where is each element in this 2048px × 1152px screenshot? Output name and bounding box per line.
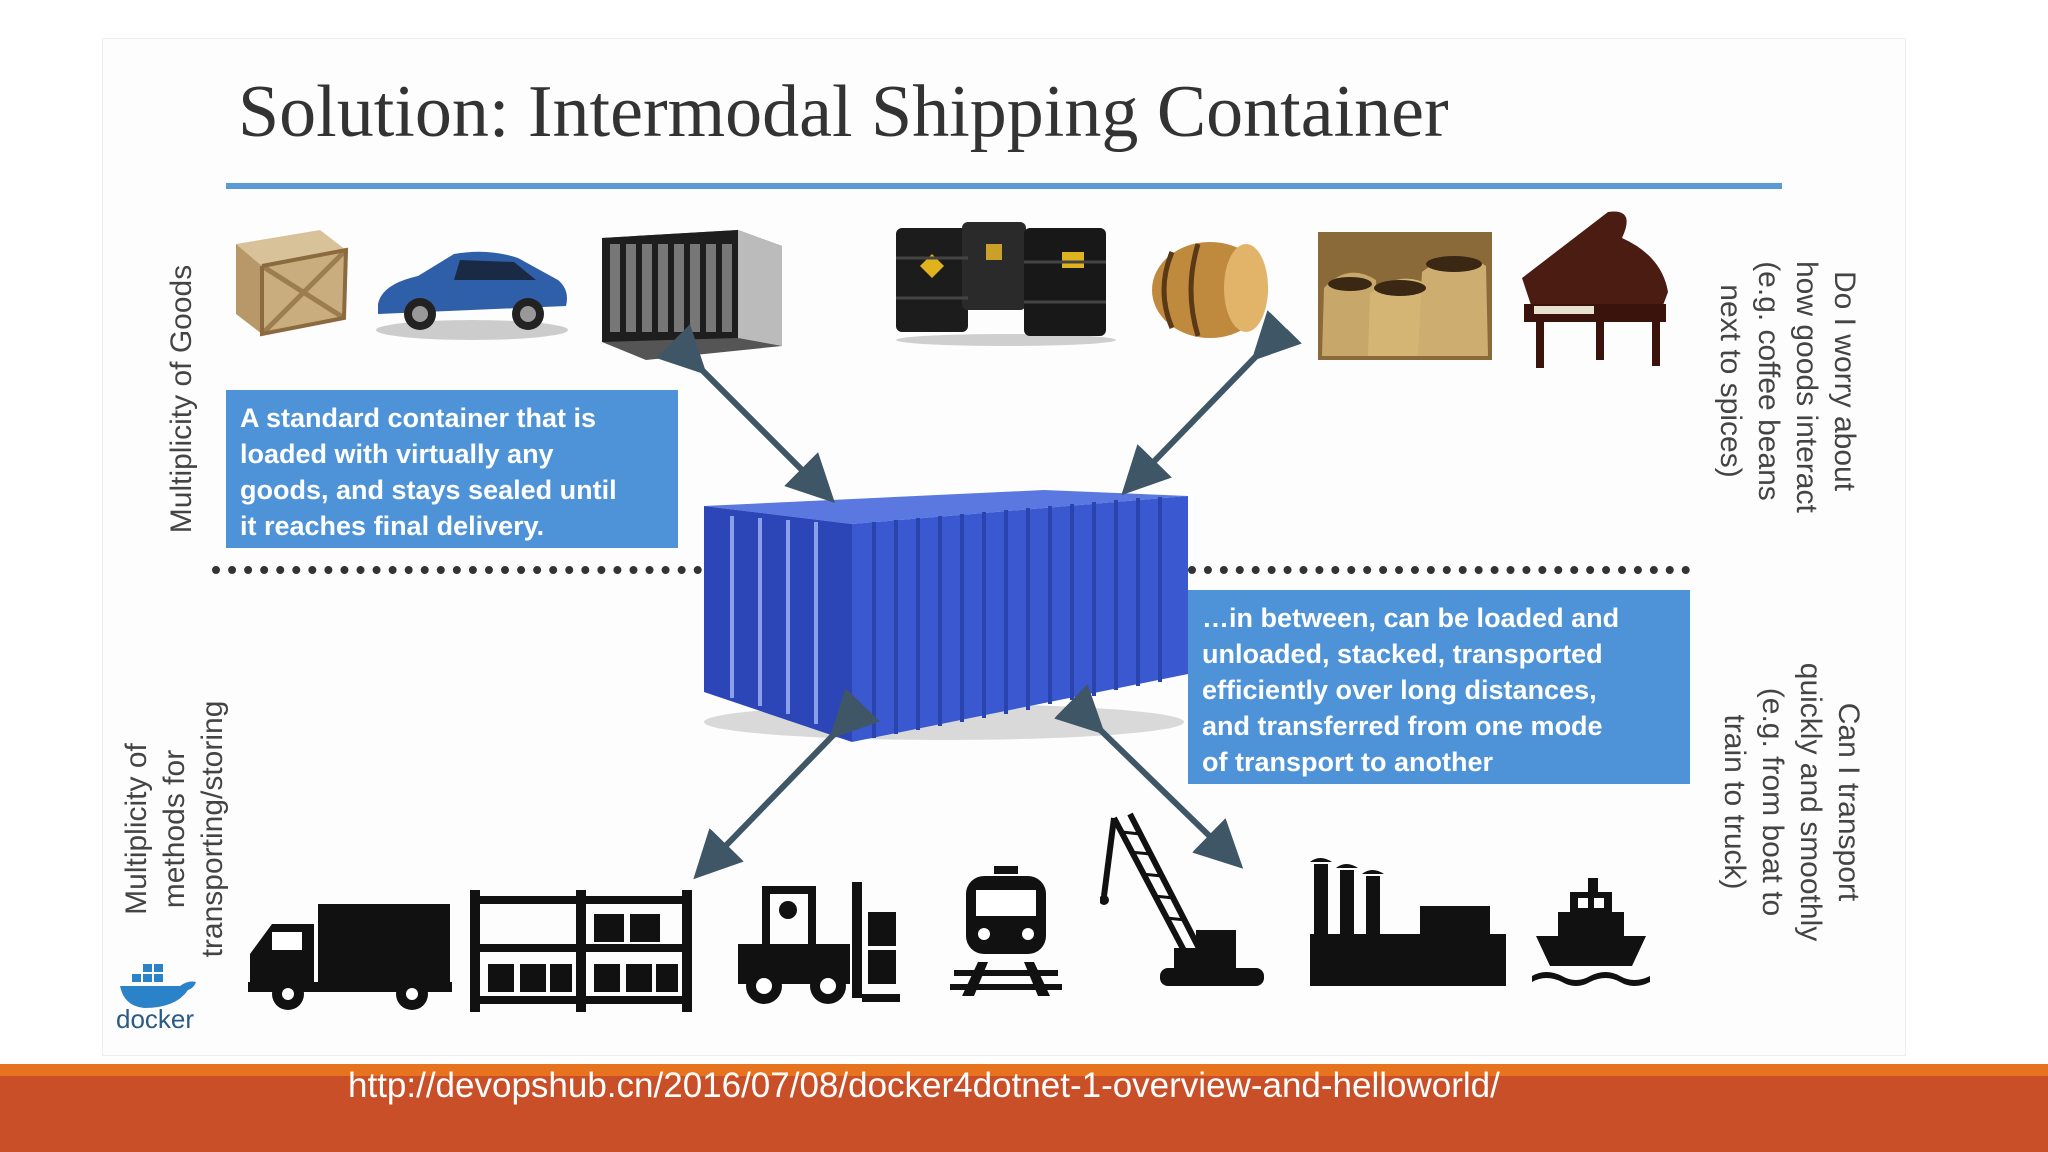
oil-barrels-icon xyxy=(896,222,1116,346)
crane-icon xyxy=(1100,812,1264,986)
multiplicity-of-methods-label: Multiplicity of methods for transporting… xyxy=(120,700,229,958)
docker-logo-text: docker xyxy=(116,1004,195,1034)
title-divider xyxy=(226,183,1782,189)
forklift-icon xyxy=(738,882,900,1004)
server-rack-icon xyxy=(602,230,782,360)
shipping-container-icon xyxy=(704,490,1188,742)
footer-accent-bar xyxy=(0,1064,2048,1076)
grand-piano-icon xyxy=(1522,211,1668,368)
separator-left xyxy=(212,566,702,574)
in-between-callout: …in between, can be loaded and unloaded,… xyxy=(1188,590,1690,784)
coffee-sacks-icon xyxy=(1318,232,1492,360)
train-icon xyxy=(950,866,1062,996)
standard-container-callout: A standard container that is loaded with… xyxy=(226,390,678,548)
factory-icon xyxy=(1310,858,1506,986)
warehouse-shelf-icon xyxy=(470,890,692,1012)
docker-whale-icon xyxy=(120,964,196,1008)
footer-url-link[interactable]: http://devopshub.cn/2016/07/08/docker4do… xyxy=(348,1066,1500,1105)
wooden-barrel-icon xyxy=(1152,242,1268,338)
sports-car-icon xyxy=(376,251,568,340)
separator-right xyxy=(1188,566,1690,574)
multiplicity-of-goods-label: Multiplicity of Goods xyxy=(165,264,198,534)
truck-icon xyxy=(248,904,452,1010)
transport-smoothly-label: Can I transport quickly and smoothly (e.… xyxy=(1718,662,1865,942)
goods-interact-label: Do I worry about how goods interact (e.g… xyxy=(1714,261,1861,513)
ship-icon xyxy=(1532,878,1650,986)
slide-title: Solution: Intermodal Shipping Container xyxy=(238,71,1449,153)
wooden-crate-icon xyxy=(236,230,349,337)
footer-bar xyxy=(0,1076,2048,1152)
